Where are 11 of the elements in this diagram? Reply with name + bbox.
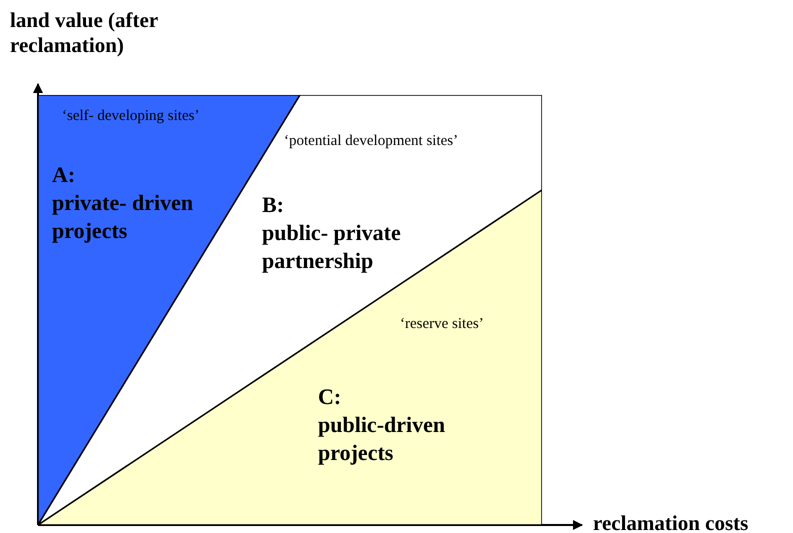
region-label: private- driven projects (52, 189, 194, 245)
region-caption: ‘self- developing sites’ (62, 108, 200, 125)
region-caption: ‘potential development sites’ (284, 133, 458, 150)
region-label: public-driven projects (318, 411, 446, 467)
region-letter: A: (52, 161, 76, 189)
region-caption: ‘reserve sites’ (400, 316, 484, 333)
region-letter: C: (318, 383, 342, 411)
region-label: public- private partnership (262, 219, 402, 275)
axis-label: land value (after reclamation) (10, 8, 159, 58)
axis-label: reclamation costs (593, 511, 748, 533)
region-letter: B: (262, 191, 284, 219)
